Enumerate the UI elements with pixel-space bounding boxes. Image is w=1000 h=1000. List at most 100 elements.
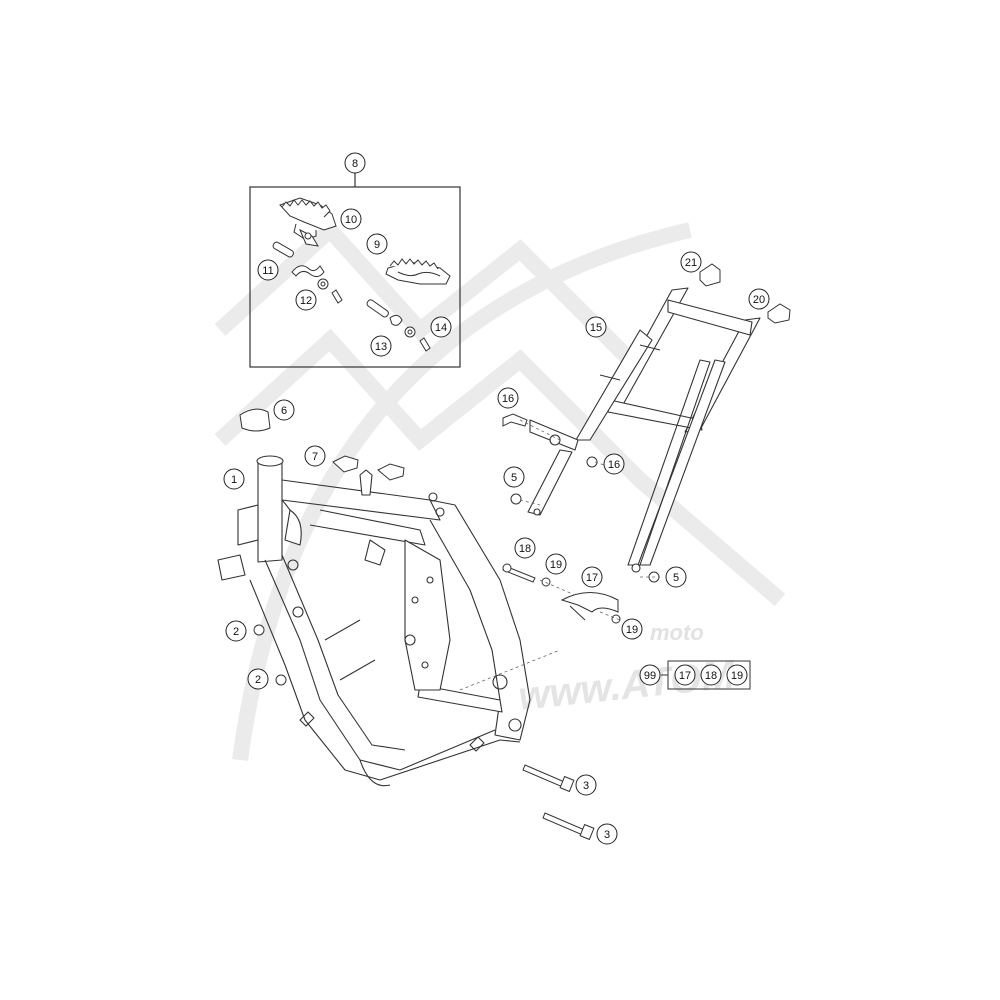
callout-16: 16: [497, 387, 519, 409]
callout-1: 1: [223, 468, 245, 490]
callout-2-circle: [247, 668, 269, 690]
callout-2-label: 2: [255, 674, 261, 686]
callout-kit-item-18-label: 18: [705, 670, 717, 682]
callout-6-label: 6: [281, 405, 287, 417]
callout-kit-item-19: 19: [726, 664, 748, 686]
footpeg-kit-box: [249, 173, 461, 368]
callout-5: 5: [665, 566, 687, 588]
nut-2a-drawing: [253, 624, 265, 636]
callout-kit-item-19-label: 19: [731, 670, 743, 682]
callout-12-circle: [295, 289, 317, 311]
callout-15-label: 15: [590, 322, 602, 334]
callout-2: 2: [225, 620, 247, 642]
footpeg-right-drawing: [385, 258, 451, 285]
footpeg-left-drawing: [279, 197, 337, 247]
callout-5-label: 5: [511, 472, 517, 484]
callout-21-circle: [680, 251, 702, 273]
callout-7: 7: [304, 445, 326, 467]
bolt-16a-drawing: [502, 413, 528, 427]
callout-kit-99: 99: [639, 664, 661, 686]
pin-11-drawing: [272, 241, 294, 258]
callout-16-label: 16: [608, 459, 620, 471]
small-parts-drawing: [239, 263, 791, 841]
callout-21-label: 21: [685, 257, 697, 269]
callout-kit-item-18-circle: [700, 664, 722, 686]
cap-20-drawing: [767, 303, 791, 324]
callout-15: 15: [585, 316, 607, 338]
callout-kit-99-label: 99: [644, 670, 656, 682]
callout-14: 14: [430, 316, 452, 338]
callout-17-label: 17: [586, 572, 598, 584]
callout-20-label: 20: [753, 294, 765, 306]
callout-6: 6: [273, 399, 295, 421]
callout-18: 18: [514, 537, 536, 559]
watermark-peaks-lower: [214, 328, 786, 607]
cotter-pin-14-drawing: [419, 337, 431, 352]
callout-5-circle: [665, 566, 687, 588]
pad-7a-drawing: [332, 455, 359, 473]
callout-17: 17: [581, 566, 603, 588]
callout-16: 16: [603, 453, 625, 475]
callout-kit-item-17: 17: [674, 664, 696, 686]
callout-kit-item-17-circle: [674, 664, 696, 686]
nut-19a-drawing: [541, 577, 551, 587]
watermark-peaks: [214, 218, 646, 376]
callout-1-circle: [223, 468, 245, 490]
callout-kit-99-circle: [639, 664, 661, 686]
callout-5-label: 5: [673, 572, 679, 584]
callout-3: 3: [596, 823, 618, 845]
watermark-moto: moto: [650, 620, 704, 645]
callout-2: 2: [247, 668, 269, 690]
callout-10-circle: [340, 208, 362, 230]
nut-19b-drawing: [611, 614, 621, 624]
pins-springs-drawing: [272, 241, 431, 352]
bolt-3b-drawing: [542, 812, 588, 837]
callout-19: 19: [545, 553, 567, 575]
watermark-url: www.ATOM: [516, 652, 738, 719]
callout-3-circle: [575, 774, 597, 796]
callout-16-label: 16: [502, 393, 514, 405]
bolt-5a-drawing: [510, 493, 522, 505]
callout-9-circle: [366, 233, 388, 255]
callout-21: 21: [680, 251, 702, 273]
spring-12-drawing: [291, 265, 325, 278]
cotter-pin-drawing: [331, 289, 343, 304]
chain-guide-drawing: [560, 592, 619, 621]
callout-11: 11: [257, 259, 279, 281]
cap-21-drawing: [699, 263, 721, 287]
callout-19-label: 19: [626, 624, 638, 636]
spring-13-drawing: [389, 314, 403, 326]
callout-12: 12: [295, 289, 317, 311]
callout-1-label: 1: [231, 474, 237, 486]
callout-13: 13: [370, 335, 392, 357]
callout-6-circle: [273, 399, 295, 421]
main-frame-drawing: [217, 455, 531, 787]
callout-3-label: 3: [604, 829, 610, 841]
callout-8-circle: [344, 152, 366, 174]
callout-14-circle: [430, 316, 452, 338]
callout-3-label: 3: [583, 780, 589, 792]
callout-8-label: 8: [352, 158, 358, 170]
callout-8: 8: [344, 152, 366, 174]
callout-16-circle: [603, 453, 625, 475]
callout-14-label: 14: [435, 322, 447, 334]
callout-19-circle: [621, 618, 643, 640]
callout-20: 20: [748, 288, 770, 310]
callout-15-circle: [585, 316, 607, 338]
nut-2b-drawing: [275, 674, 287, 686]
callout-10: 10: [340, 208, 362, 230]
pad-7b-drawing: [377, 463, 405, 481]
callout-5: 5: [503, 466, 525, 488]
callout-19-circle: [545, 553, 567, 575]
callout-2-circle: [225, 620, 247, 642]
callout-3: 3: [575, 774, 597, 796]
bolt-16b-drawing: [586, 456, 598, 468]
callout-20-circle: [748, 288, 770, 310]
callout-11-circle: [257, 259, 279, 281]
pin-13-drawing: [366, 299, 389, 318]
callout-10-label: 10: [345, 214, 357, 226]
callout-12-label: 12: [300, 295, 312, 307]
